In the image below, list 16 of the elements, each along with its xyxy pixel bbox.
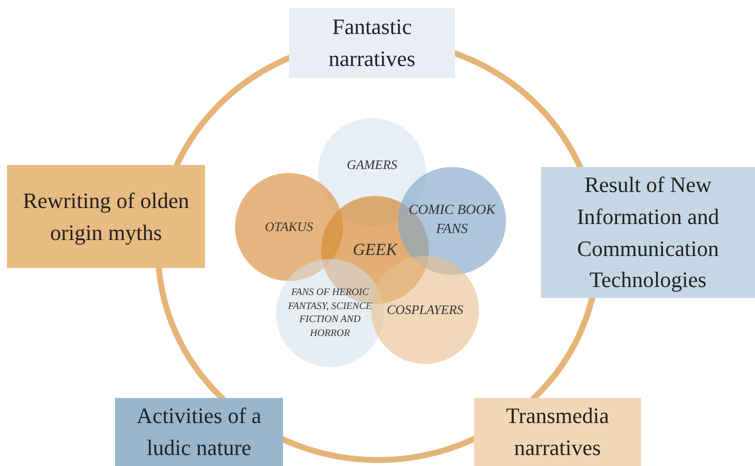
circle-label: FANS OF HEROIC FANTASY, SCIENCE FICTION AND HORROR xyxy=(287,286,373,340)
circle-label: COMIC BOOK FANS xyxy=(408,202,496,239)
box-label: Transmedia narratives xyxy=(504,402,610,462)
text-box xyxy=(474,398,641,466)
circle-label: OTAKUS xyxy=(264,218,314,236)
circle-label: COSPLAYERS xyxy=(386,301,464,319)
box-label: Activities of a ludic nature xyxy=(136,402,262,462)
box-label: Rewriting of olden origin myths xyxy=(22,186,190,247)
box-label: Result of New Information and Communication Technologies xyxy=(576,170,720,294)
box-label: Fantastic narratives xyxy=(328,13,416,73)
text-box xyxy=(289,8,455,78)
circle-label: GAMERS xyxy=(346,156,398,174)
text-box xyxy=(541,167,755,298)
circle-label: GEEK xyxy=(352,238,398,261)
text-box xyxy=(7,165,205,268)
text-box xyxy=(115,398,283,466)
